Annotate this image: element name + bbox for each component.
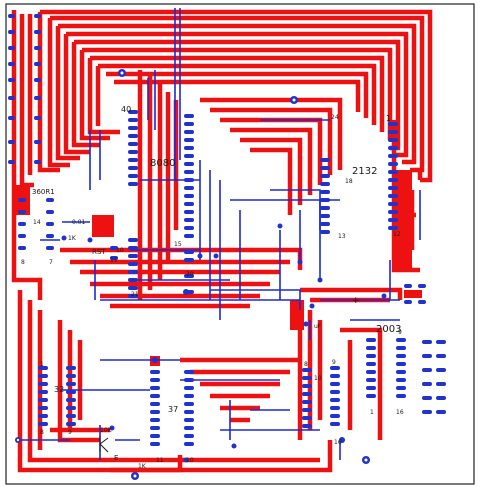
- ic-pads: [8, 14, 446, 446]
- label-8-lower: 8: [40, 429, 44, 436]
- label-9-right: 9: [332, 359, 336, 366]
- top-layer-traces: [11, 9, 433, 473]
- label-11: 11: [110, 257, 118, 264]
- label-8-right: 8: [304, 361, 308, 368]
- label-10: 10: [116, 247, 124, 254]
- label-1-right: 1: [370, 409, 374, 416]
- ram-left-pins: [320, 158, 330, 234]
- vias: [15, 69, 387, 480]
- label-10k: 10K: [100, 427, 113, 434]
- label-10-bottom: 10: [186, 457, 194, 464]
- label-0-01: 0.01: [72, 219, 86, 226]
- label-mcu: 8080: [150, 158, 175, 169]
- lower-left-chip-pins: [38, 366, 76, 426]
- lower-right-chip-pins: [302, 338, 406, 428]
- mcu-right-pins: [184, 114, 194, 294]
- label-7: 7: [49, 259, 53, 266]
- label-32: 32: [54, 385, 64, 394]
- label-1k-bottom: 1K: [138, 463, 147, 470]
- label-21: 21: [131, 291, 139, 298]
- transistor: [99, 436, 109, 453]
- label-18: 18: [345, 178, 353, 185]
- label-1k-a: 1K: [68, 235, 77, 242]
- board-outline: [5, 3, 475, 485]
- label-plus: +: [352, 296, 360, 306]
- label-9-lower: 9: [68, 429, 72, 436]
- mcu-left-pins: [128, 110, 138, 298]
- label-1-left: 1: [40, 361, 44, 368]
- label-rom: 2003: [376, 324, 401, 335]
- label-9-far: 9: [398, 329, 402, 336]
- label-e: E: [114, 454, 118, 462]
- label-360r1: 360R1: [32, 188, 55, 196]
- left-edge-connector: [8, 14, 41, 164]
- label-16-far: 16: [396, 409, 404, 416]
- ram-right-pins: [388, 122, 398, 230]
- label-12: 12: [393, 231, 401, 238]
- label-8-ll: 8: [21, 259, 25, 266]
- right-edge-connector: [404, 284, 446, 414]
- label-16-right: 16: [334, 439, 342, 446]
- small-components: [18, 198, 118, 260]
- label-15: 15: [174, 241, 182, 248]
- label-ram: 2132: [352, 166, 377, 177]
- label-20: 20: [186, 271, 194, 278]
- label-24: 24: [331, 114, 339, 121]
- label-11-bottom: 11: [156, 457, 164, 464]
- label-14: 14: [33, 219, 41, 226]
- board-labels: 40 1 24 20 21 12 13 8080 2132 2003 360R1…: [21, 105, 404, 470]
- lower-center-chip-pins: [150, 370, 194, 446]
- label-13: 13: [338, 233, 346, 240]
- label-37: 37: [168, 405, 178, 414]
- label-rst: RST: [92, 248, 106, 256]
- label-10-right: 10: [314, 375, 322, 382]
- label-1-ram: 1: [386, 114, 391, 123]
- top-layer-fills: [16, 170, 422, 366]
- label-uf: uF: [314, 323, 322, 330]
- label-40: 40: [121, 105, 131, 114]
